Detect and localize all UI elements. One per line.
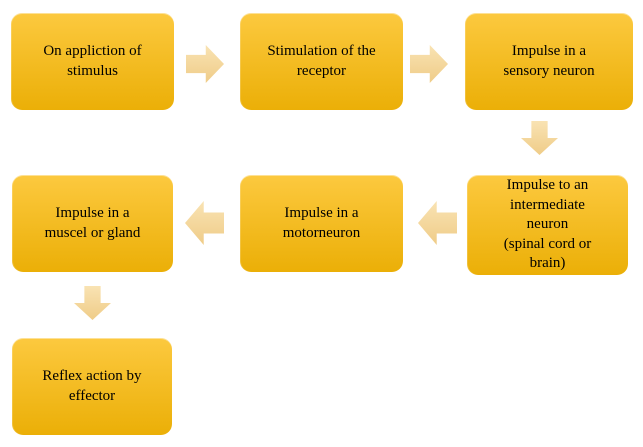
flow-node-step-4: Impulse to an intermediate neuron (spina… <box>467 175 628 275</box>
arrow-down-icon <box>74 286 111 320</box>
flow-node-step-5: Impulse in a motorneuron <box>240 175 403 272</box>
flow-node-step-2: Stimulation of the receptor <box>240 13 403 110</box>
arrow-right-icon <box>410 45 448 83</box>
flow-node-step-7: Reflex action by effector <box>12 338 172 435</box>
arrow-left-icon <box>418 201 457 245</box>
flow-node-step-1: On appliction of stimulus <box>11 13 174 110</box>
arrow-left-icon <box>185 201 224 245</box>
arrow-right-icon <box>186 45 224 83</box>
arrow-down-icon <box>521 121 558 155</box>
flow-node-step-6: Impulse in a muscel or gland <box>12 175 173 272</box>
flow-node-step-3: Impulse in a sensory neuron <box>465 13 633 110</box>
